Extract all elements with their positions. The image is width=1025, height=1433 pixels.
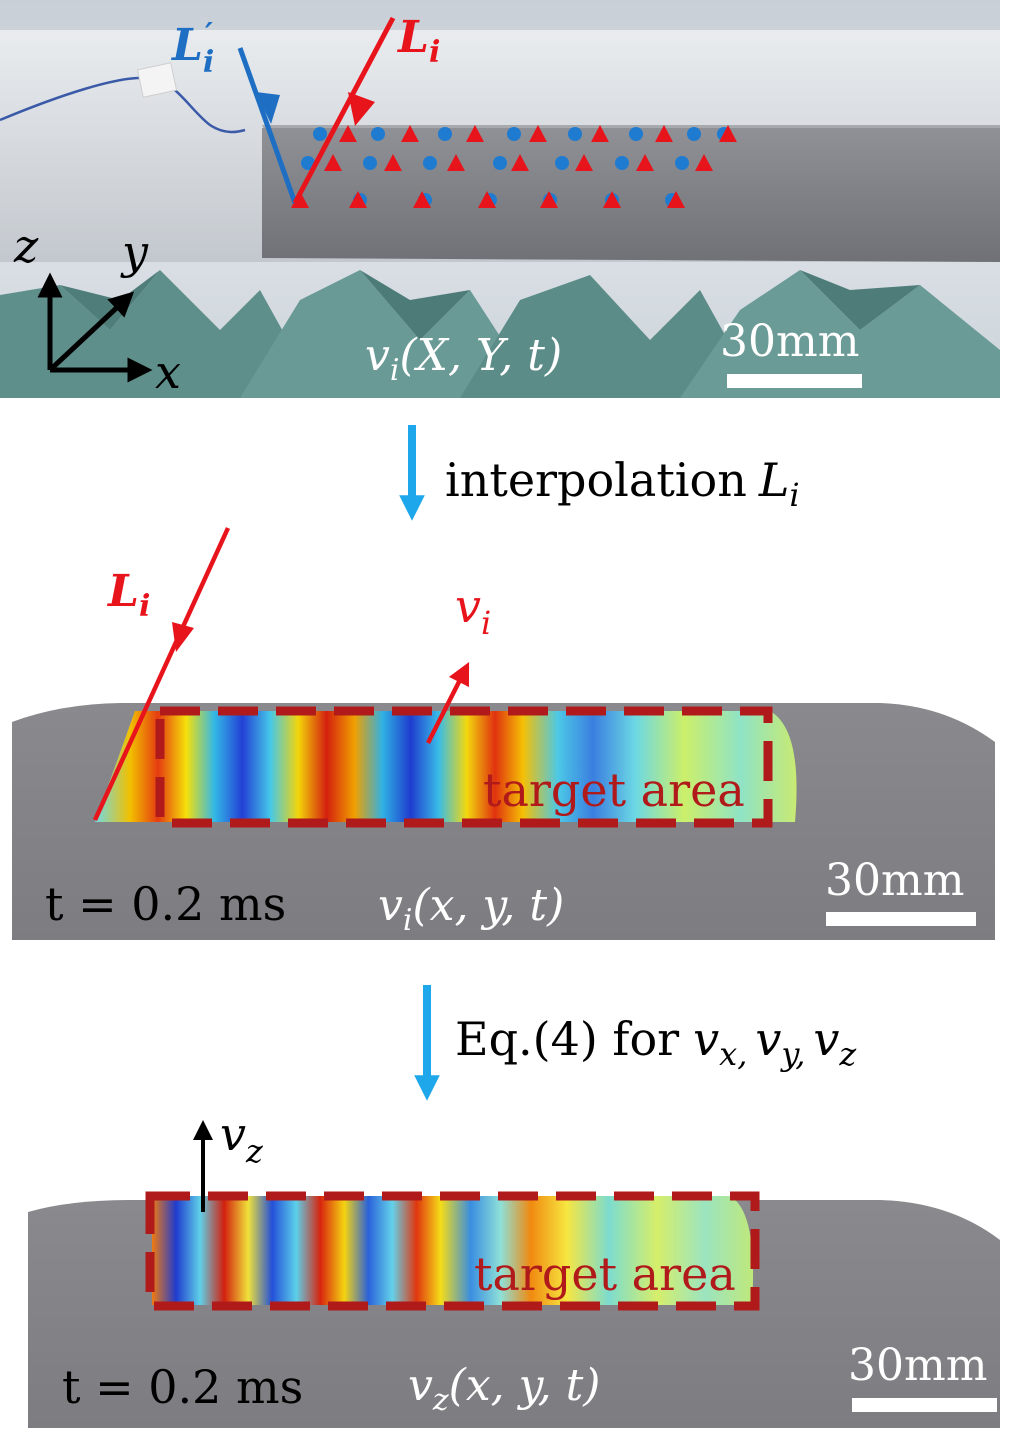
measurement-triangle xyxy=(511,154,529,171)
laser-red-label-panel2: Li xyxy=(106,566,150,624)
panel-interpolated: target area Li vi t = 0.2 ms vi(x, y, t)… xyxy=(12,527,995,940)
measurement-dot xyxy=(493,156,507,170)
measurement-triangle xyxy=(349,191,367,208)
measurement-points xyxy=(291,125,737,208)
laser-red-panel2 xyxy=(92,527,231,821)
scale-bar-panel3 xyxy=(852,1398,997,1412)
measurement-dot xyxy=(629,127,643,141)
measurement-triangle xyxy=(575,154,593,171)
measurement-dot xyxy=(615,156,629,170)
measurement-triangle xyxy=(324,154,342,171)
measurement-triangle xyxy=(636,154,654,171)
foam-pyramids xyxy=(0,270,1000,398)
vector-vi-label: vi xyxy=(455,579,491,642)
target-area-box-panel3 xyxy=(145,1191,760,1311)
measurement-dot xyxy=(313,127,327,141)
measurement-triangle xyxy=(413,191,431,208)
laser-red-label: Li xyxy=(396,12,440,70)
equation-component: v xyxy=(755,1012,781,1066)
measurement-dot xyxy=(301,156,315,170)
measurement-triangle xyxy=(384,154,402,171)
measurement-triangle xyxy=(291,191,309,208)
scale-bar-label-panel1: 30mm xyxy=(720,316,859,367)
laser-blue-arrowhead xyxy=(256,92,280,124)
measurement-triangle xyxy=(466,125,484,142)
measurement-dot xyxy=(675,156,689,170)
measurement-triangle xyxy=(447,154,465,171)
scale-bar-panel1 xyxy=(727,374,862,388)
scale-bar-panel2 xyxy=(826,912,976,926)
measurement-triangle xyxy=(529,125,547,142)
laser-red xyxy=(292,16,396,205)
axis-z-label: z xyxy=(13,219,39,273)
measurement-dot xyxy=(371,127,385,141)
panel-photo: Li L′i z y x vi(X, Y, t) 30mm xyxy=(0,0,1000,399)
laser-blue xyxy=(237,47,298,204)
measurement-dot xyxy=(687,127,701,141)
equation-subscript: z xyxy=(838,1035,857,1073)
vector-vi-arrow xyxy=(425,661,470,745)
laser-red-arrowhead xyxy=(348,92,375,126)
field-label-panel3: vz(x, y, t) xyxy=(408,1360,600,1418)
measurement-triangle xyxy=(540,191,558,208)
target-area-label-panel2: target area xyxy=(483,763,745,817)
field-label-panel2: vi(x, y, t) xyxy=(378,880,564,938)
axis-y-label: y xyxy=(120,225,149,279)
equation-component: v xyxy=(693,1012,719,1066)
measurement-triangle xyxy=(719,125,737,142)
measurement-triangle xyxy=(401,125,419,142)
plate xyxy=(262,128,1000,262)
measurement-triangle xyxy=(695,154,713,171)
scale-bar-label-panel2: 30mm xyxy=(825,855,964,906)
measurement-triangle xyxy=(339,125,357,142)
time-label-panel3: t = 0.2 ms xyxy=(62,1360,303,1414)
equation-component: v xyxy=(813,1012,839,1066)
target-area-label-panel3: target area xyxy=(474,1247,736,1301)
time-label-panel2: t = 0.2 ms xyxy=(45,877,286,931)
field-label-panel1: vi(X, Y, t) xyxy=(365,330,562,388)
measurement-dot xyxy=(568,127,582,141)
vector-vz-label: vz xyxy=(220,1107,264,1170)
measurement-dot xyxy=(555,156,569,170)
scale-bar-label-panel3: 30mm xyxy=(848,1340,987,1391)
tape xyxy=(136,62,178,98)
laser-red-arrowhead-panel2 xyxy=(172,622,194,652)
equation-subscript: x, xyxy=(719,1035,747,1073)
equation-subscript: y, xyxy=(779,1035,805,1073)
measurement-triangle xyxy=(603,191,621,208)
measurement-dot xyxy=(507,127,521,141)
coordinate-axes: z y x xyxy=(13,219,181,399)
measurement-dot xyxy=(438,127,452,141)
target-area-box-panel2 xyxy=(155,706,773,828)
measurement-triangle xyxy=(591,125,609,142)
measurement-dot xyxy=(423,156,437,170)
axis-x-label: x xyxy=(155,345,181,399)
wave-field-panel3 xyxy=(152,1196,754,1305)
measurement-dot xyxy=(363,156,377,170)
measurement-triangle xyxy=(655,125,673,142)
measurement-triangle xyxy=(478,191,496,208)
wave-field-panel2 xyxy=(95,711,797,822)
laser-blue-label: L′i xyxy=(170,17,214,80)
panel-vz: target area vz t = 0.2 ms vz(x, y, t) 30… xyxy=(28,1107,1000,1428)
measurement-triangle xyxy=(667,191,685,208)
